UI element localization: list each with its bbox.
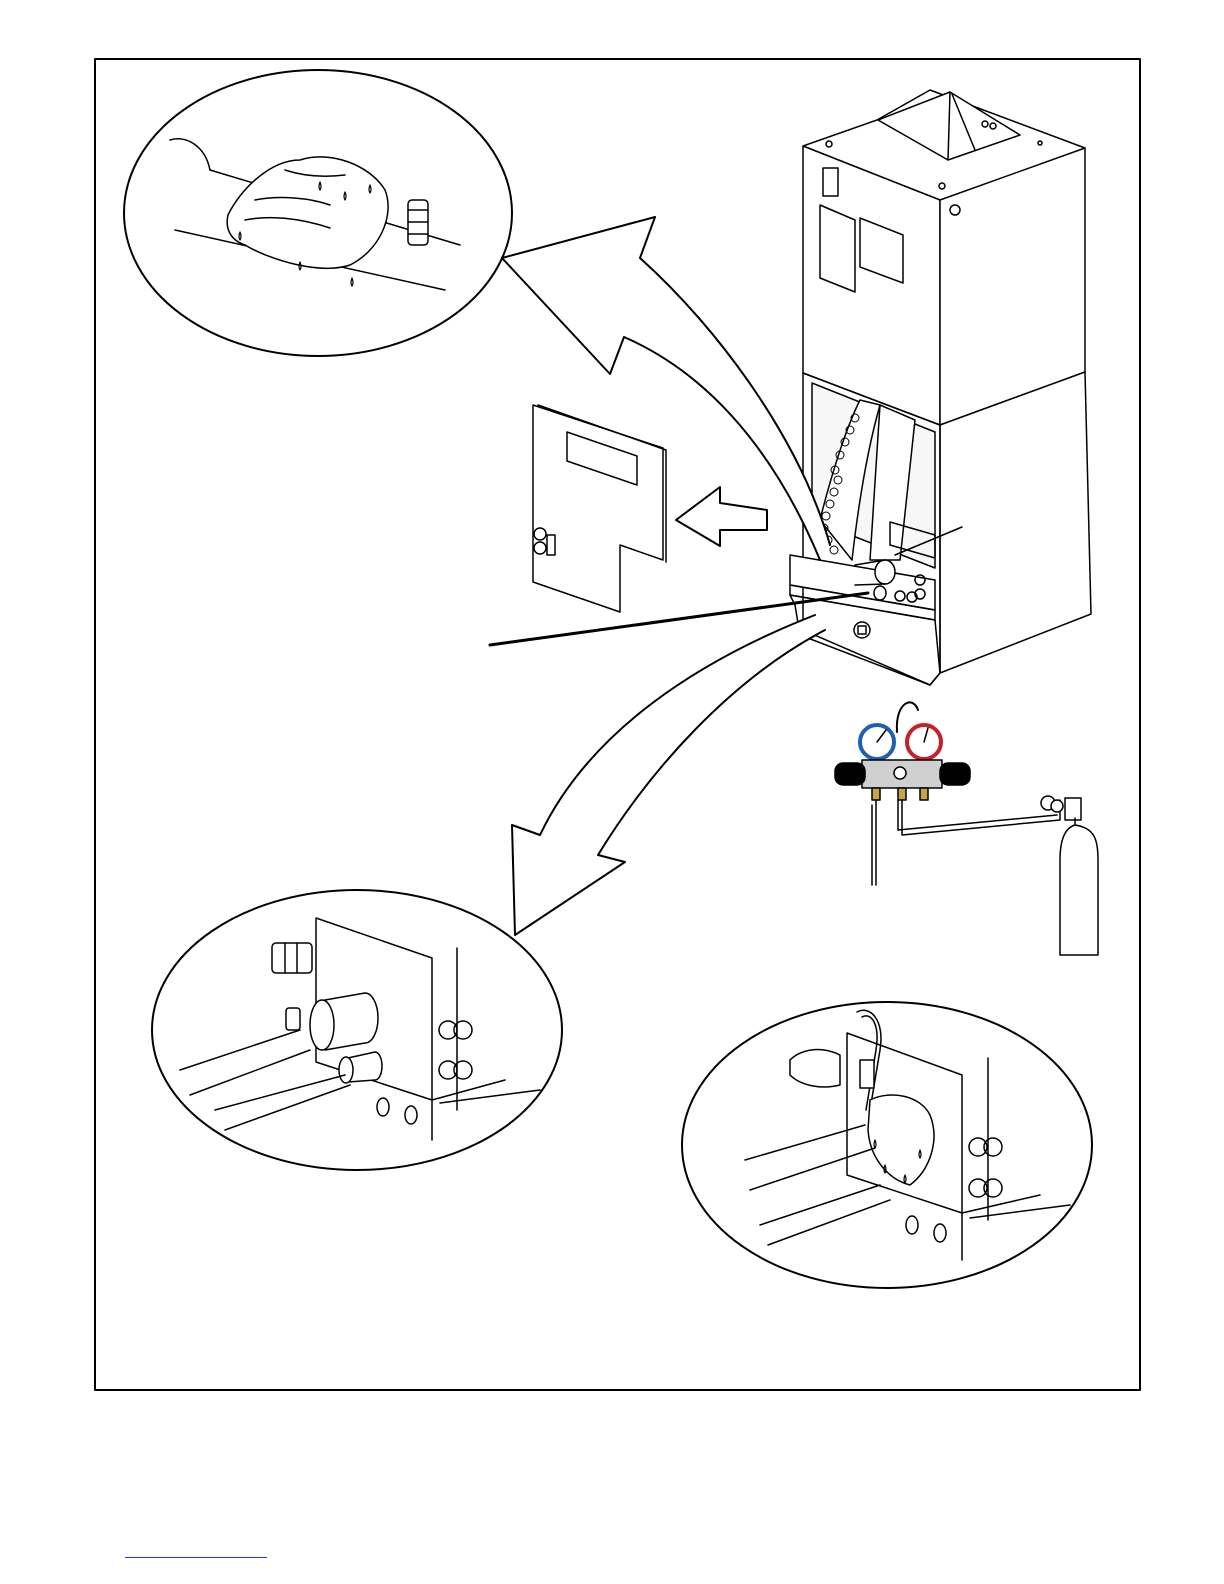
nitrogen-tank [1041,796,1098,955]
detail-pipe-stubs [152,890,562,1170]
detail-brazing-with-wet-cloth [682,1002,1092,1288]
callout-arrow-lower [512,615,825,935]
footer-link-underline[interactable] [125,1557,267,1558]
detail-coil-connection-cooling [124,70,512,356]
manifold-gauge-set [835,702,1060,885]
removal-arrow-icon [676,487,767,546]
removed-access-panel [533,405,666,612]
